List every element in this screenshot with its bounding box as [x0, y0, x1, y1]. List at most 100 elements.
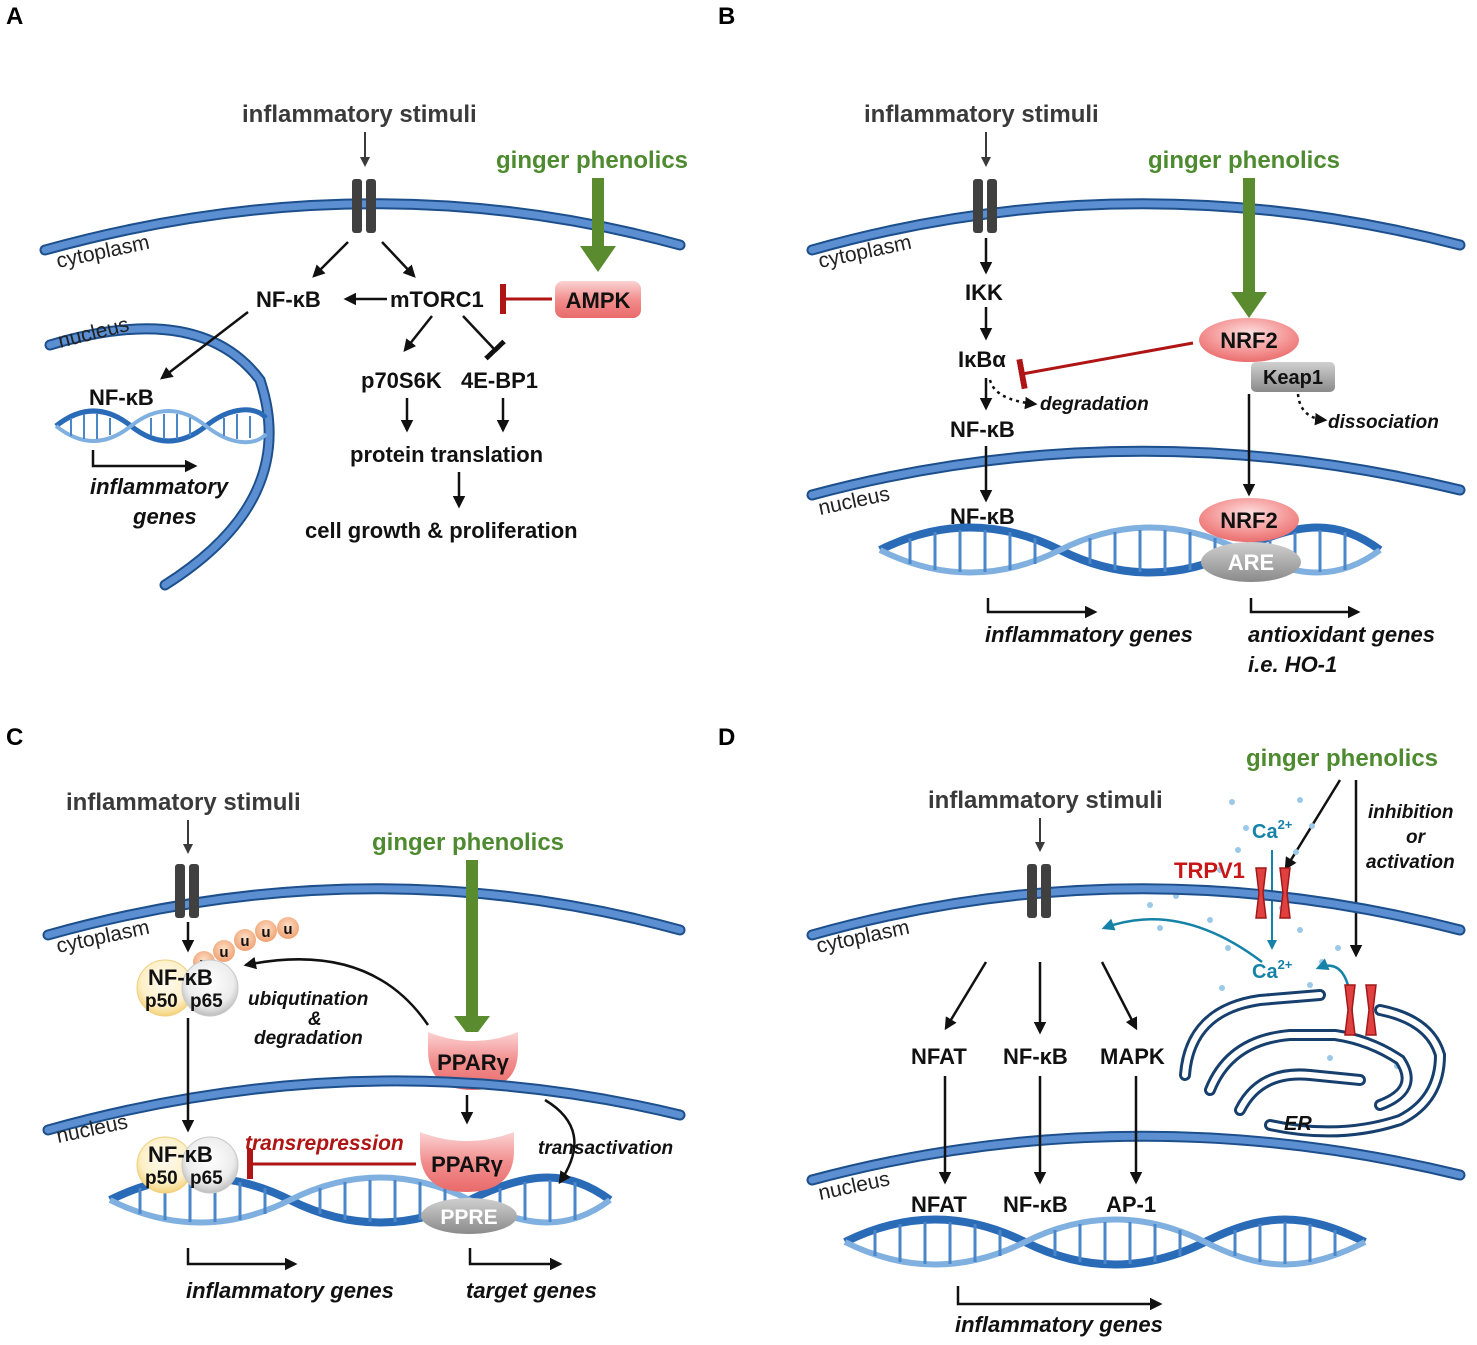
ginger-label: ginger phenolics: [372, 829, 564, 856]
stimuli-label: inflammatory stimuli: [864, 101, 1099, 128]
arrow-to-mapk: [1100, 961, 1138, 1031]
inflammatory-genes-label: inflammatory genes: [985, 622, 1193, 647]
nfat-node: NFAT: [911, 1044, 967, 1069]
target-genes-label: target genes: [466, 1278, 597, 1303]
receptor-icon: [1027, 864, 1051, 918]
p50-label: p50: [145, 991, 178, 1012]
nfkb-nuclear-node: NF-κB: [1003, 1192, 1068, 1217]
panel-d: D ginger phenolics inflammatory stimuli …: [718, 724, 1466, 1337]
dna-helix-icon: [878, 523, 1383, 577]
panel-c: C inflammatory stimuli ginger phenolics …: [6, 724, 686, 1303]
transrepression-label: transrepression: [245, 1132, 404, 1155]
ginger-arrow: [1231, 178, 1267, 318]
nfkb-complex: NF-κB p50 p65: [136, 959, 239, 1017]
receptor-icon: [352, 179, 376, 233]
growth-node: cell growth & proliferation: [305, 518, 578, 543]
receptor-icon: [175, 864, 199, 918]
ginger-label: ginger phenolics: [496, 147, 688, 174]
activation-label: activation: [1366, 852, 1455, 873]
arrow-to-mtorc1: [381, 241, 416, 278]
panel-letter-a: A: [6, 3, 23, 30]
nrf2-label: NRF2: [1220, 328, 1277, 353]
nfkb-label: NF-κB: [148, 1142, 213, 1167]
receptor-icon: [973, 179, 997, 233]
svg-text:u: u: [219, 944, 228, 961]
transcription-arrow-inflam: [986, 598, 1098, 619]
antioxidant-genes-label: antioxidant genes: [1248, 622, 1435, 647]
ubiquitination-arrow: [243, 956, 430, 1026]
ginger-arrow: [580, 178, 616, 272]
transcription-arrow-target: [468, 1248, 563, 1271]
nfkb-translocation-arrow: [160, 311, 249, 380]
degradation-arrow: [988, 379, 1038, 410]
calcium-top-label: Ca2+: [1252, 817, 1293, 843]
panel-letter-b: B: [718, 3, 735, 30]
ppre-element: [421, 1198, 517, 1234]
nfkb-node: NF-κB: [1003, 1044, 1068, 1069]
arrow-to-nfat: [944, 961, 988, 1031]
er-label: ER: [1284, 1113, 1312, 1135]
panel-b: B inflammatory stimuli ginger phenolics …: [718, 3, 1466, 677]
or-label: or: [1406, 827, 1427, 848]
degradation-label: degradation: [254, 1028, 363, 1049]
transactivation-arrow: [544, 1098, 576, 1185]
svg-text:u: u: [283, 921, 292, 938]
transactivation-label: transactivation: [538, 1138, 673, 1159]
ppar-gamma-nuclear: [420, 1132, 514, 1192]
inhibit-4ebp1: [462, 315, 506, 361]
ampk-label: AMPK: [566, 288, 631, 313]
genes-label-line1: inflammatory: [90, 474, 230, 499]
ampk-box: [555, 281, 641, 318]
ppar-gamma-receptor: [428, 1032, 518, 1090]
ubiquitination-amp: &: [308, 1009, 322, 1030]
degradation-label: degradation: [1040, 394, 1149, 415]
nrf2-node: [1199, 318, 1299, 362]
p65-label: p65: [190, 991, 223, 1012]
ikba-node: IκBα: [958, 347, 1006, 372]
arrow-to-p70s6k: [403, 315, 433, 352]
panel-letter-d: D: [718, 724, 735, 751]
nfkb-nuclear-node: NF-κB: [89, 385, 154, 410]
p65-label: p65: [190, 1168, 223, 1189]
nrf2-nuclear-label: NRF2: [1220, 508, 1277, 533]
are-label: ARE: [1228, 550, 1274, 575]
keap1-label: Keap1: [1263, 367, 1323, 389]
nfkb-node: NF-κB: [950, 417, 1015, 442]
ppar-nuclear-label: PPARγ: [431, 1152, 503, 1177]
transcription-arrow-antiox: [1249, 598, 1361, 619]
transcription-arrow-inflam: [186, 1248, 298, 1271]
nfkb-nuclear-complex: NF-κB p50 p65: [136, 1136, 239, 1194]
nrf2-nuclear-node: [1199, 498, 1299, 542]
dissociation-arrow: [1296, 393, 1328, 426]
panel-a: A inflammatory stimuli ginger phenolics …: [6, 3, 688, 591]
dissociation-label: dissociation: [1328, 412, 1439, 433]
stimuli-label: inflammatory stimuli: [242, 101, 477, 128]
ginger-arrow: [454, 860, 490, 1040]
stimuli-label: inflammatory stimuli: [928, 787, 1163, 814]
inhibition-label: inhibition: [1368, 802, 1453, 823]
nfkb-node: NF-κB: [256, 287, 321, 312]
er-organelle-icon: [1179, 989, 1447, 1138]
panel-letter-c: C: [6, 724, 23, 751]
dna-helix-icon: [54, 407, 268, 445]
inflammatory-genes-label: inflammatory genes: [186, 1278, 394, 1303]
nfkb-label: NF-κB: [148, 965, 213, 990]
4ebp1-node: 4E-BP1: [461, 368, 538, 393]
ubiquitination-label: ubiqutination: [248, 989, 368, 1010]
svg-text:u: u: [261, 924, 270, 941]
nrf2-inhibit-ikba: [1016, 341, 1194, 390]
mtorc1-node: mTORC1: [390, 287, 484, 312]
nuclear-membrane: [44, 323, 275, 591]
are-element: [1201, 542, 1301, 582]
stimuli-label: inflammatory stimuli: [66, 789, 301, 816]
ikk-node: IKK: [965, 280, 1003, 305]
ginger-label: ginger phenolics: [1246, 745, 1438, 772]
trpv1-channel-icon: [1255, 867, 1291, 919]
p70s6k-node: p70S6K: [361, 368, 442, 393]
ppar-label: PPARγ: [437, 1050, 509, 1075]
ho1-label: i.e. HO-1: [1248, 652, 1337, 677]
mapk-node: MAPK: [1100, 1044, 1165, 1069]
nfat-nuclear-node: NFAT: [911, 1192, 967, 1217]
nucleus-label: nucleus: [56, 313, 132, 353]
